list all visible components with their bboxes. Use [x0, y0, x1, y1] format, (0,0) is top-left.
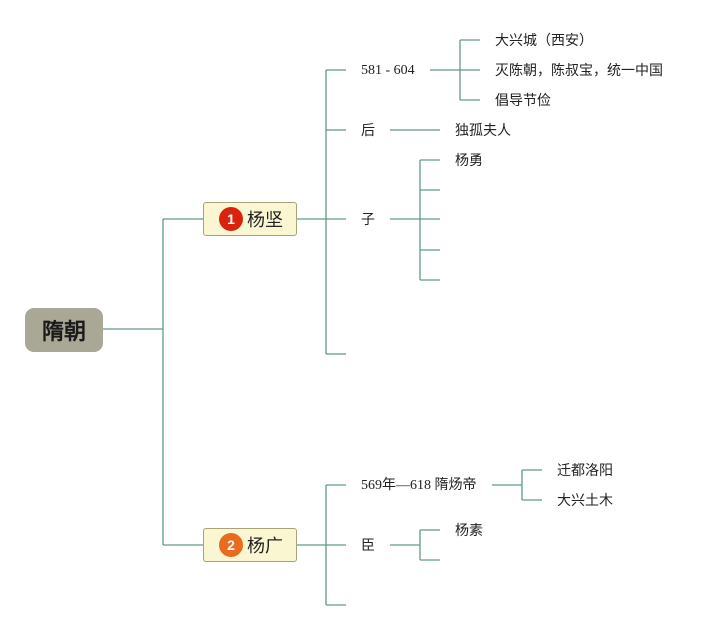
topic-yang-guang[interactable]: 2 杨广 [203, 528, 297, 562]
leaf-unification[interactable]: 灭陈朝，陈叔宝，统一中国 [495, 63, 663, 79]
subtopic-sons[interactable]: 子 [361, 212, 375, 228]
subtopic-ministers[interactable]: 臣 [361, 538, 375, 554]
root-topic-sui-dynasty[interactable]: 隋朝 [25, 308, 103, 352]
leaf-construction[interactable]: 大兴土木 [557, 493, 613, 509]
subtopic-reign-years[interactable]: 581 - 604 [361, 63, 415, 78]
leaf-minister[interactable]: 杨素 [455, 523, 483, 539]
leaf-capital-move[interactable]: 迁都洛阳 [557, 463, 613, 479]
leaf-frugality[interactable]: 倡导节俭 [495, 93, 551, 109]
leaf-son[interactable]: 杨勇 [455, 153, 483, 169]
subtopic-reign-years[interactable]: 569年—618 隋炀帝 [361, 478, 477, 493]
priority-1-icon: 1 [219, 207, 243, 231]
root-label: 隋朝 [41, 320, 86, 345]
leaf-empress-name[interactable]: 独孤夫人 [455, 123, 511, 139]
subtopic-empress[interactable]: 后 [361, 123, 375, 139]
priority-2-icon: 2 [219, 533, 243, 557]
leaf-capital[interactable]: 大兴城（西安） [495, 33, 593, 49]
topic-label: 杨坚 [247, 210, 283, 231]
topic-label: 杨广 [247, 536, 283, 557]
topic-yang-jian[interactable]: 1 杨坚 [203, 202, 297, 236]
